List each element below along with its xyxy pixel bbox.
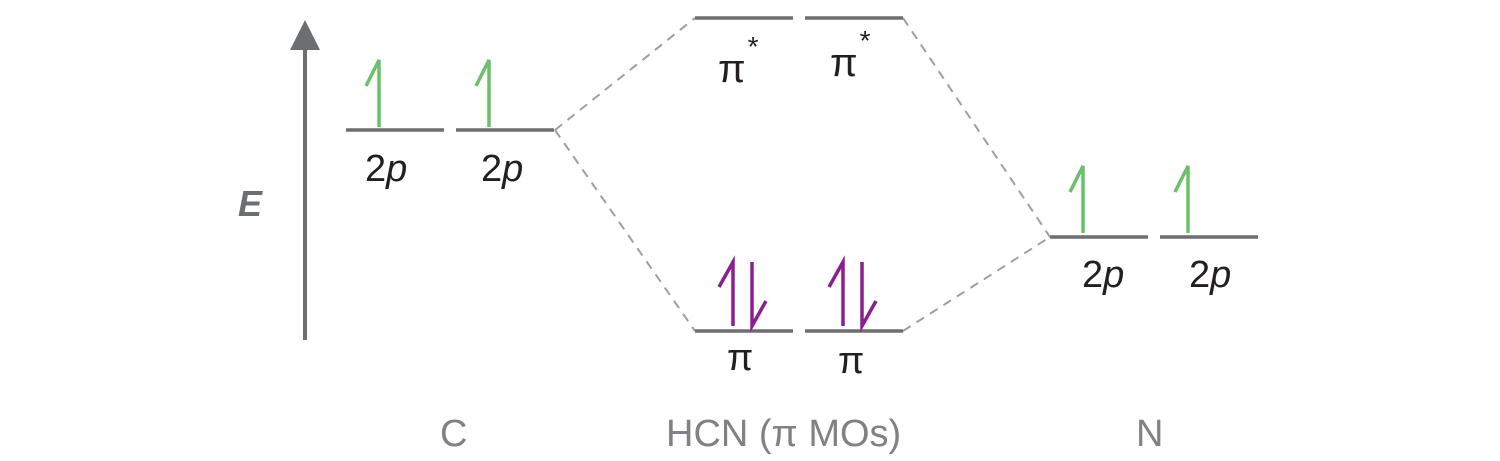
electron-down-arrow	[860, 262, 878, 333]
nitrogen-orbital-1: 2p	[1050, 165, 1148, 296]
pi-star-orbital-1: π*	[695, 16, 793, 91]
orbital-label: 2p	[1189, 254, 1231, 296]
electron-up-arrow	[364, 59, 381, 127]
orbital-label: 2p	[365, 148, 407, 190]
electron-up-arrow	[474, 59, 491, 127]
carbon-orbital-2: 2p	[456, 59, 554, 190]
pi-orbital-1: π	[695, 255, 793, 379]
hcn-label: HCN (π MOs)	[666, 413, 901, 455]
electron-up-arrow	[1068, 165, 1085, 233]
connector-c-to-pistar	[554, 17, 696, 131]
orbital-label: π	[838, 340, 864, 382]
carbon-atom-label: C	[440, 413, 467, 455]
pi-orbital-2: π	[805, 255, 903, 382]
electron-up-arrow	[717, 255, 735, 326]
orbital-label: 2p	[1082, 254, 1124, 296]
orbital-label: π*	[830, 25, 871, 85]
energy-axis-arrowhead	[290, 20, 320, 50]
connector-pi-to-n	[902, 236, 1051, 332]
orbital-label: π	[727, 337, 753, 379]
carbon-orbital-1: 2p	[346, 59, 444, 190]
connector-pistar-to-n	[902, 17, 1051, 238]
orbital-label: π*	[718, 31, 759, 91]
electron-up-arrow	[1173, 165, 1190, 233]
nitrogen-orbital-2: 2p	[1160, 165, 1258, 296]
nitrogen-atom-label: N	[1136, 413, 1163, 455]
connector-c-to-pi	[554, 129, 696, 332]
pi-star-orbital-2: π*	[805, 16, 903, 85]
electron-up-arrow	[827, 255, 845, 326]
electron-down-arrow	[750, 262, 768, 333]
energy-axis-label: E	[238, 183, 263, 224]
orbital-label: 2p	[481, 148, 523, 190]
